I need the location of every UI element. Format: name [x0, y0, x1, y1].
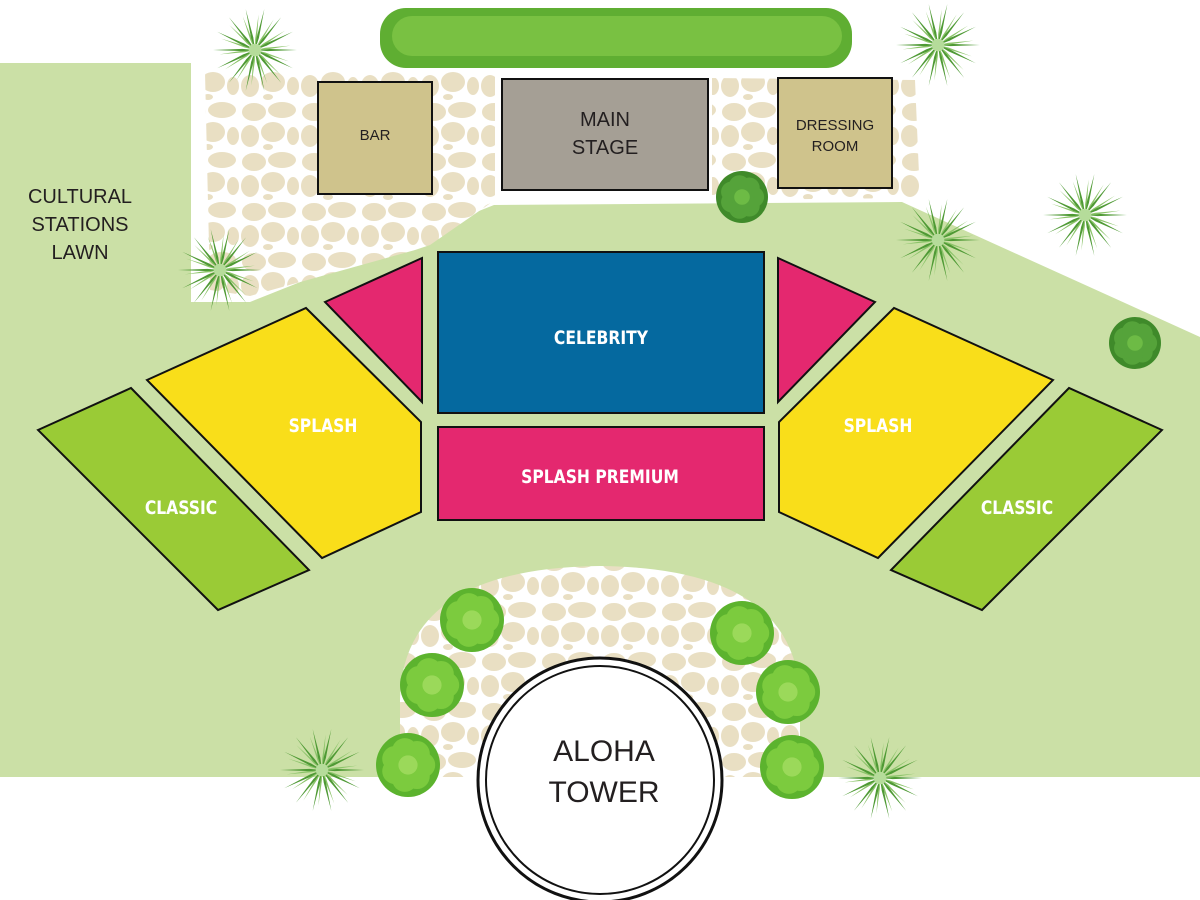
lawn-label-line1: CULTURAL: [28, 186, 132, 208]
hedge: [380, 8, 852, 68]
bush-icon: [440, 588, 504, 652]
dressing-room-label-line2: ROOM: [812, 138, 859, 155]
section-celebrity[interactable]: [437, 251, 765, 414]
main-stage-label-line2: STAGE: [572, 137, 638, 159]
bar-building[interactable]: BAR: [317, 81, 433, 195]
aloha-tower-label-line2: TOWER: [548, 776, 659, 809]
lawn: [0, 63, 1200, 777]
lawn-label-line2: STATIONS: [31, 214, 128, 236]
palm-tree-icon: [838, 737, 922, 819]
palm-tree-icon: [896, 199, 980, 281]
palm-tree-icon: [178, 229, 262, 311]
section-premium-wedge-right[interactable]: [777, 256, 877, 405]
bar-label: BAR: [360, 127, 391, 144]
classic-right-label: CLASSIC: [981, 498, 1053, 520]
celebrity-label: CELEBRITY: [554, 328, 649, 350]
palm-tree-icon: [896, 4, 980, 86]
main-stage[interactable]: MAIN STAGE: [501, 78, 709, 191]
splash-premium-label: SPLASH PREMIUM: [521, 467, 679, 489]
bush-icon: [760, 735, 824, 799]
palm-tree-icon: [280, 729, 364, 811]
bush-icon: [716, 171, 768, 223]
dressing-room[interactable]: DRESSING ROOM: [777, 77, 893, 189]
classic-left-label: CLASSIC: [145, 498, 217, 520]
section-premium-wedge-left[interactable]: [323, 256, 423, 405]
palm-tree-icon: [213, 9, 297, 91]
section-classic-right[interactable]: [889, 386, 1164, 612]
section-classic-left[interactable]: [36, 386, 311, 612]
bush-icon: [756, 660, 820, 724]
plants: [178, 4, 1161, 819]
bush-icon: [1109, 317, 1161, 369]
splash-right-label: SPLASH: [844, 416, 913, 438]
cultural-stations-lawn: CULTURAL STATIONS LAWN: [28, 186, 132, 264]
main-stage-label-line1: MAIN: [580, 109, 630, 131]
section-splash-right[interactable]: [778, 306, 1055, 560]
splash-left-label: SPLASH: [289, 416, 358, 438]
lawn-label-line3: LAWN: [51, 242, 108, 264]
section-splash-left[interactable]: [145, 306, 422, 560]
bush-icon: [400, 653, 464, 717]
dressing-room-label-line1: DRESSING: [796, 117, 874, 134]
bush-icon: [376, 733, 440, 797]
aloha-tower[interactable]: ALOHA TOWER: [476, 656, 724, 900]
aloha-tower-label-line1: ALOHA: [553, 735, 655, 768]
bush-icon: [710, 601, 774, 665]
section-splash-premium[interactable]: [437, 426, 765, 521]
palm-tree-icon: [1043, 174, 1127, 256]
